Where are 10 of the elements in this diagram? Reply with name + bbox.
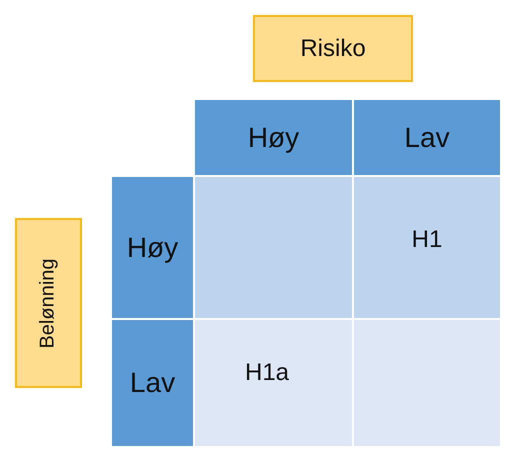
table-cell: H1	[354, 177, 500, 318]
header-cell: Lav	[112, 320, 193, 446]
label-box	[15, 218, 82, 388]
label-box	[253, 15, 413, 82]
header-cell: Lav	[354, 100, 500, 175]
label-text: Belønning	[37, 258, 60, 348]
header-cell: Høy	[195, 100, 352, 175]
table-cell: H1a	[195, 320, 352, 446]
label-text: Risiko	[300, 34, 366, 62]
header-cell: Høy	[112, 177, 193, 318]
